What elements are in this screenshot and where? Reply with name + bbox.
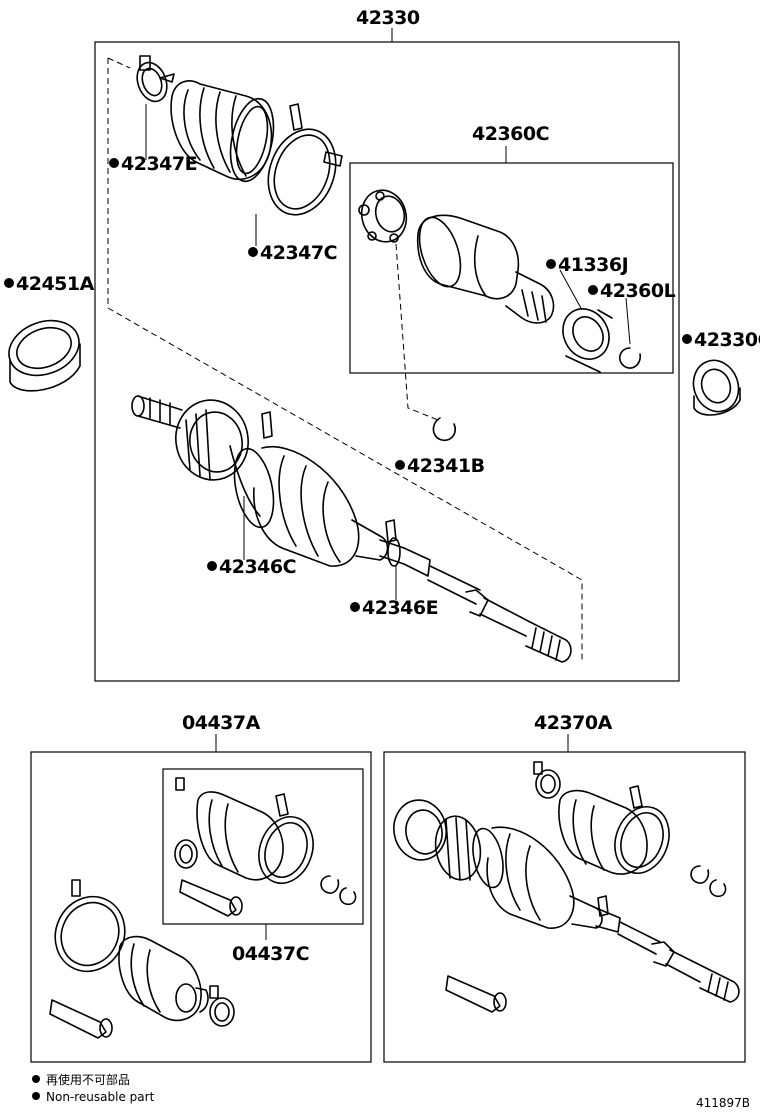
label-42370a[interactable]: 42370A (534, 712, 613, 734)
label-42330g[interactable]: 42330G (694, 329, 760, 351)
boot-kit-inner-frame (162, 768, 364, 925)
legend-text-english: Non-reusable part (46, 1090, 155, 1104)
inboard-joint-frame (349, 162, 674, 374)
bearing-42451a-drawing (8, 319, 81, 392)
cage-drawing (358, 189, 408, 243)
label-42341b[interactable]: 42341B (407, 455, 485, 477)
outer-race-drawing (416, 214, 555, 324)
figure-code: 411897B (696, 1096, 750, 1110)
bearing-42330g-drawing (692, 359, 741, 416)
label-42451a[interactable]: 42451A (16, 273, 95, 295)
label-42347c[interactable]: 42347C (260, 242, 338, 264)
label-42347e[interactable]: 42347E (121, 153, 198, 175)
label-42330[interactable]: 42330 (356, 7, 420, 29)
joint-assembly-frame (383, 751, 746, 1063)
label-42346e[interactable]: 42346E (362, 597, 439, 619)
boot-kit-inner-drawing (174, 777, 357, 917)
dashed-guide-top (107, 58, 583, 662)
clamp-42347c-drawing (267, 103, 343, 216)
boot-upper-drawing (170, 80, 275, 183)
joint-assembly-drawing (393, 761, 740, 1013)
label-41336j[interactable]: 41336J (558, 254, 629, 276)
main-assembly-frame (94, 41, 680, 682)
boot-kit-outer-drawing (49, 879, 235, 1039)
boot-kit-frame (30, 751, 372, 1063)
label-04437c[interactable]: 04437C (232, 943, 310, 965)
snap-ring-42360l-drawing (618, 347, 642, 369)
label-04437a[interactable]: 04437A (182, 712, 261, 734)
label-42360l[interactable]: 42360L (600, 280, 676, 302)
snap-ring-42341b-drawing (432, 417, 457, 442)
label-42346c[interactable]: 42346C (219, 556, 297, 578)
drive-shaft-drawing (131, 395, 572, 663)
seal-41336j-drawing (562, 308, 613, 373)
label-42360c[interactable]: 42360C (472, 123, 550, 145)
legend-text-japanese: 再使用不可部品 (46, 1072, 130, 1087)
clamp-42347e-drawing (136, 55, 175, 103)
